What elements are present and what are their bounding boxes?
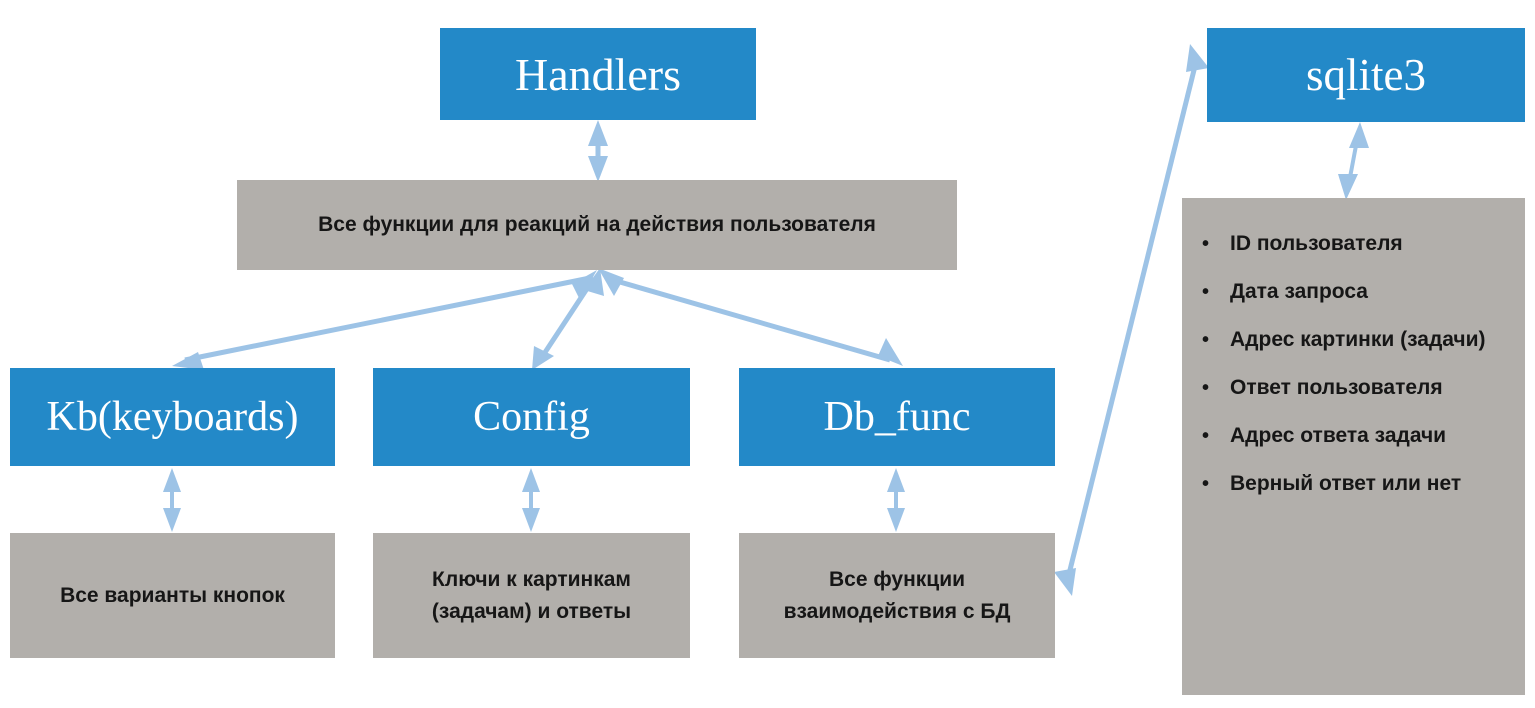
arrow-config-to-keys xyxy=(522,468,540,532)
list-item: ID пользователя xyxy=(1188,220,1519,268)
node-kb-description-label: Все варианты кнопок xyxy=(60,583,285,607)
node-handlers-description[interactable]: Все функции для реакций на действия поль… xyxy=(237,180,957,270)
arrow-description-to-config xyxy=(532,268,604,370)
node-kb-description[interactable]: Все варианты кнопок xyxy=(10,533,335,658)
node-kb-keyboards-label: Kb(keyboards) xyxy=(46,394,299,440)
arrow-description-to-kb xyxy=(172,270,597,370)
arrow-description-to-dbfunc xyxy=(598,268,903,366)
node-config-description-label: Ключи к картинкам (задачам) и ответы xyxy=(431,567,632,623)
node-sqlite3-fields[interactable]: ID пользователя Дата запроса Адрес карти… xyxy=(1182,198,1525,695)
arrow-handlers-to-description xyxy=(588,120,608,182)
node-config[interactable]: Config xyxy=(373,368,690,466)
arrow-kb-to-buttons xyxy=(163,468,181,532)
node-db-func-label: Db_func xyxy=(823,394,971,440)
node-db-func-description-label: Все функции взаимодействия с БД xyxy=(783,567,1011,623)
list-item: Адрес ответа задачи xyxy=(1188,412,1519,460)
node-handlers[interactable]: Handlers xyxy=(440,28,756,120)
node-config-label: Config xyxy=(473,394,590,440)
node-db-func[interactable]: Db_func xyxy=(739,368,1055,466)
node-handlers-description-label: Все функции для реакций на действия поль… xyxy=(318,213,876,236)
node-sqlite3-label: sqlite3 xyxy=(1306,50,1426,100)
node-config-description[interactable]: Ключи к картинкам (задачам) и ответы xyxy=(373,533,690,658)
node-handlers-label: Handlers xyxy=(514,48,682,100)
arrow-sqlite3-to-fields xyxy=(1338,122,1369,200)
sqlite3-field-list: ID пользователя Дата запроса Адрес карти… xyxy=(1188,220,1519,508)
node-sqlite3[interactable]: sqlite3 xyxy=(1207,28,1525,122)
list-item: Дата запроса xyxy=(1188,268,1519,316)
list-item: Верный ответ или нет xyxy=(1188,460,1519,508)
node-kb-keyboards[interactable]: Kb(keyboards) xyxy=(10,368,335,466)
list-item: Ответ пользователя xyxy=(1188,364,1519,412)
node-db-func-description[interactable]: Все функции взаимодействия с БД xyxy=(739,533,1055,658)
arrow-dbfunc-to-dbfunctions xyxy=(887,468,905,532)
list-item: Адрес картинки (задачи) xyxy=(1188,316,1519,364)
